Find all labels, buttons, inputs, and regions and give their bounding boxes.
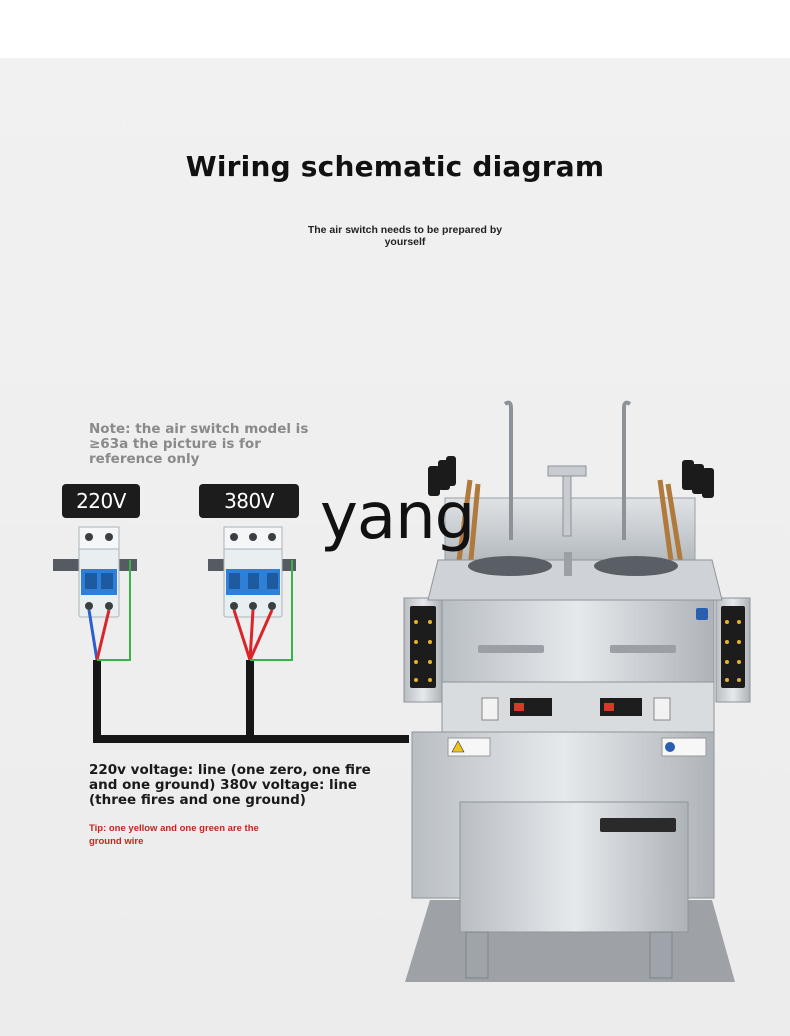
ground-wire-tip: Tip: one yellow and one green are the gr… [89,823,259,847]
wire-fire-a-380v [232,609,252,661]
wire-fire-c-380v [248,609,274,661]
switch-model-note: Note: the air switch model is ≥63a the p… [89,421,309,467]
subtitle: The air switch needs to be prepared by y… [307,224,503,248]
wire-fire-220v [95,609,111,661]
air-switch-220v-icon [78,526,120,618]
watermark: yang [320,480,475,554]
wire-ground-220v [97,560,131,661]
warning-label-icon [447,737,707,757]
side-panel-displays [410,606,745,688]
brand-logo [696,608,708,620]
power-switch-left [481,697,499,721]
power-switch-right [653,697,671,721]
page-title: Wiring schematic diagram [185,150,605,183]
spray-stem [562,475,572,537]
voltage-badge-380v: 380V [199,484,299,518]
cooking-well-right [594,556,678,576]
wire-fire-b-380v [248,609,255,661]
spray-head [547,465,587,477]
basket-handles [455,479,685,571]
side-panel-buttons [414,620,741,682]
voltage-badge-220v: 220V [62,484,140,518]
voltage-description: 220v voltage: line (one zero, one fire a… [89,762,371,808]
leg-right [649,931,673,979]
faucet-icon [503,400,632,540]
door-handle [600,818,676,832]
upper-cabinet [441,599,715,683]
main-cable [93,660,409,743]
drawer-handle-icon [478,645,676,653]
wire-ground-380v [250,560,293,661]
basket-posts [428,456,714,498]
wire-zero-220v [87,609,99,661]
divider [564,552,572,576]
cooking-well-left [468,556,552,576]
temperature-display-icon [510,698,642,716]
air-switch-380v-icon [223,526,283,618]
leg-left [465,931,489,979]
